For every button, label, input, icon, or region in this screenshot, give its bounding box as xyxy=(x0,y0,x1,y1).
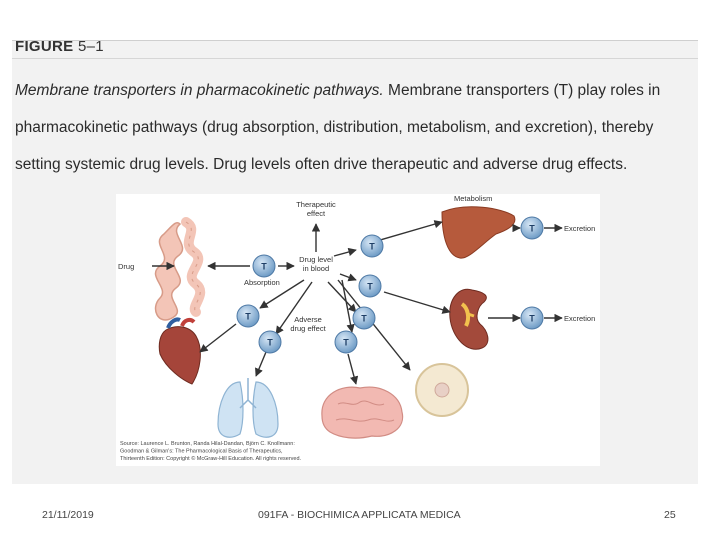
drug-label: Drug xyxy=(118,262,134,271)
pharmacokinetic-diagram: T T T T T T T T T Drug Absorption Therap… xyxy=(116,194,600,466)
top-divider xyxy=(12,40,698,41)
figure-label: FIGURE xyxy=(15,38,74,55)
adverse-label: Adverse xyxy=(294,315,322,324)
transporter-label: T xyxy=(369,242,375,252)
footer-date: 21/11/2019 xyxy=(42,509,94,521)
source-line-1: Source: Laurence L. Brunton, Randa Hilal… xyxy=(120,441,295,447)
intestine-icon xyxy=(154,217,206,321)
transporter-label: T xyxy=(261,262,267,272)
caption-lead: Membrane transporters in pharmacokinetic… xyxy=(15,82,384,99)
transporter-label: T xyxy=(529,224,535,234)
kidney-icon xyxy=(449,288,489,350)
transporter-label: T xyxy=(267,338,273,348)
drug-level-label-2: in blood xyxy=(303,264,329,273)
adverse-label-2: drug effect xyxy=(290,324,326,333)
absorption-label: Absorption xyxy=(244,278,280,287)
figure-number: 5–1 xyxy=(77,38,104,55)
transporter-label: T xyxy=(367,282,373,292)
transporter-nodes: T T T T T T T T T xyxy=(236,216,544,354)
source-line-3: Thirteenth Edition: Copyright © McGraw-H… xyxy=(120,455,302,462)
transporter-label: T xyxy=(245,312,251,322)
bone-marrow-icon xyxy=(415,363,469,417)
liver-icon xyxy=(441,206,516,259)
source-line-2: Goodman & Gilman's: The Pharmacological … xyxy=(120,449,283,455)
drug-level-label: Drug level xyxy=(299,255,333,264)
footer-course: 091FA - BIOCHIMICA APPLICATA MEDICA xyxy=(258,509,461,521)
footer-page-number: 25 xyxy=(664,509,676,521)
heading-divider xyxy=(12,58,698,59)
excretion-label-kidney: Excretion xyxy=(564,314,595,323)
therapeutic-label-2: effect xyxy=(307,209,326,218)
transporter-label: T xyxy=(343,338,349,348)
therapeutic-label: Therapeutic xyxy=(296,200,336,209)
figure-heading: FIGURE 5–1 xyxy=(15,38,104,55)
diagram-arrows xyxy=(152,220,563,385)
excretion-label-liver: Excretion xyxy=(564,224,595,233)
heart-icon xyxy=(158,317,201,385)
transporter-label: T xyxy=(361,314,367,324)
figure-caption: Membrane transporters in pharmacokinetic… xyxy=(15,72,695,183)
transporter-label: T xyxy=(529,314,535,324)
lungs-icon xyxy=(217,378,279,438)
caption-body: Membrane transporters (T) play roles in … xyxy=(15,82,661,173)
brain-icon xyxy=(321,386,404,439)
metabolism-label: Metabolism xyxy=(454,194,492,203)
